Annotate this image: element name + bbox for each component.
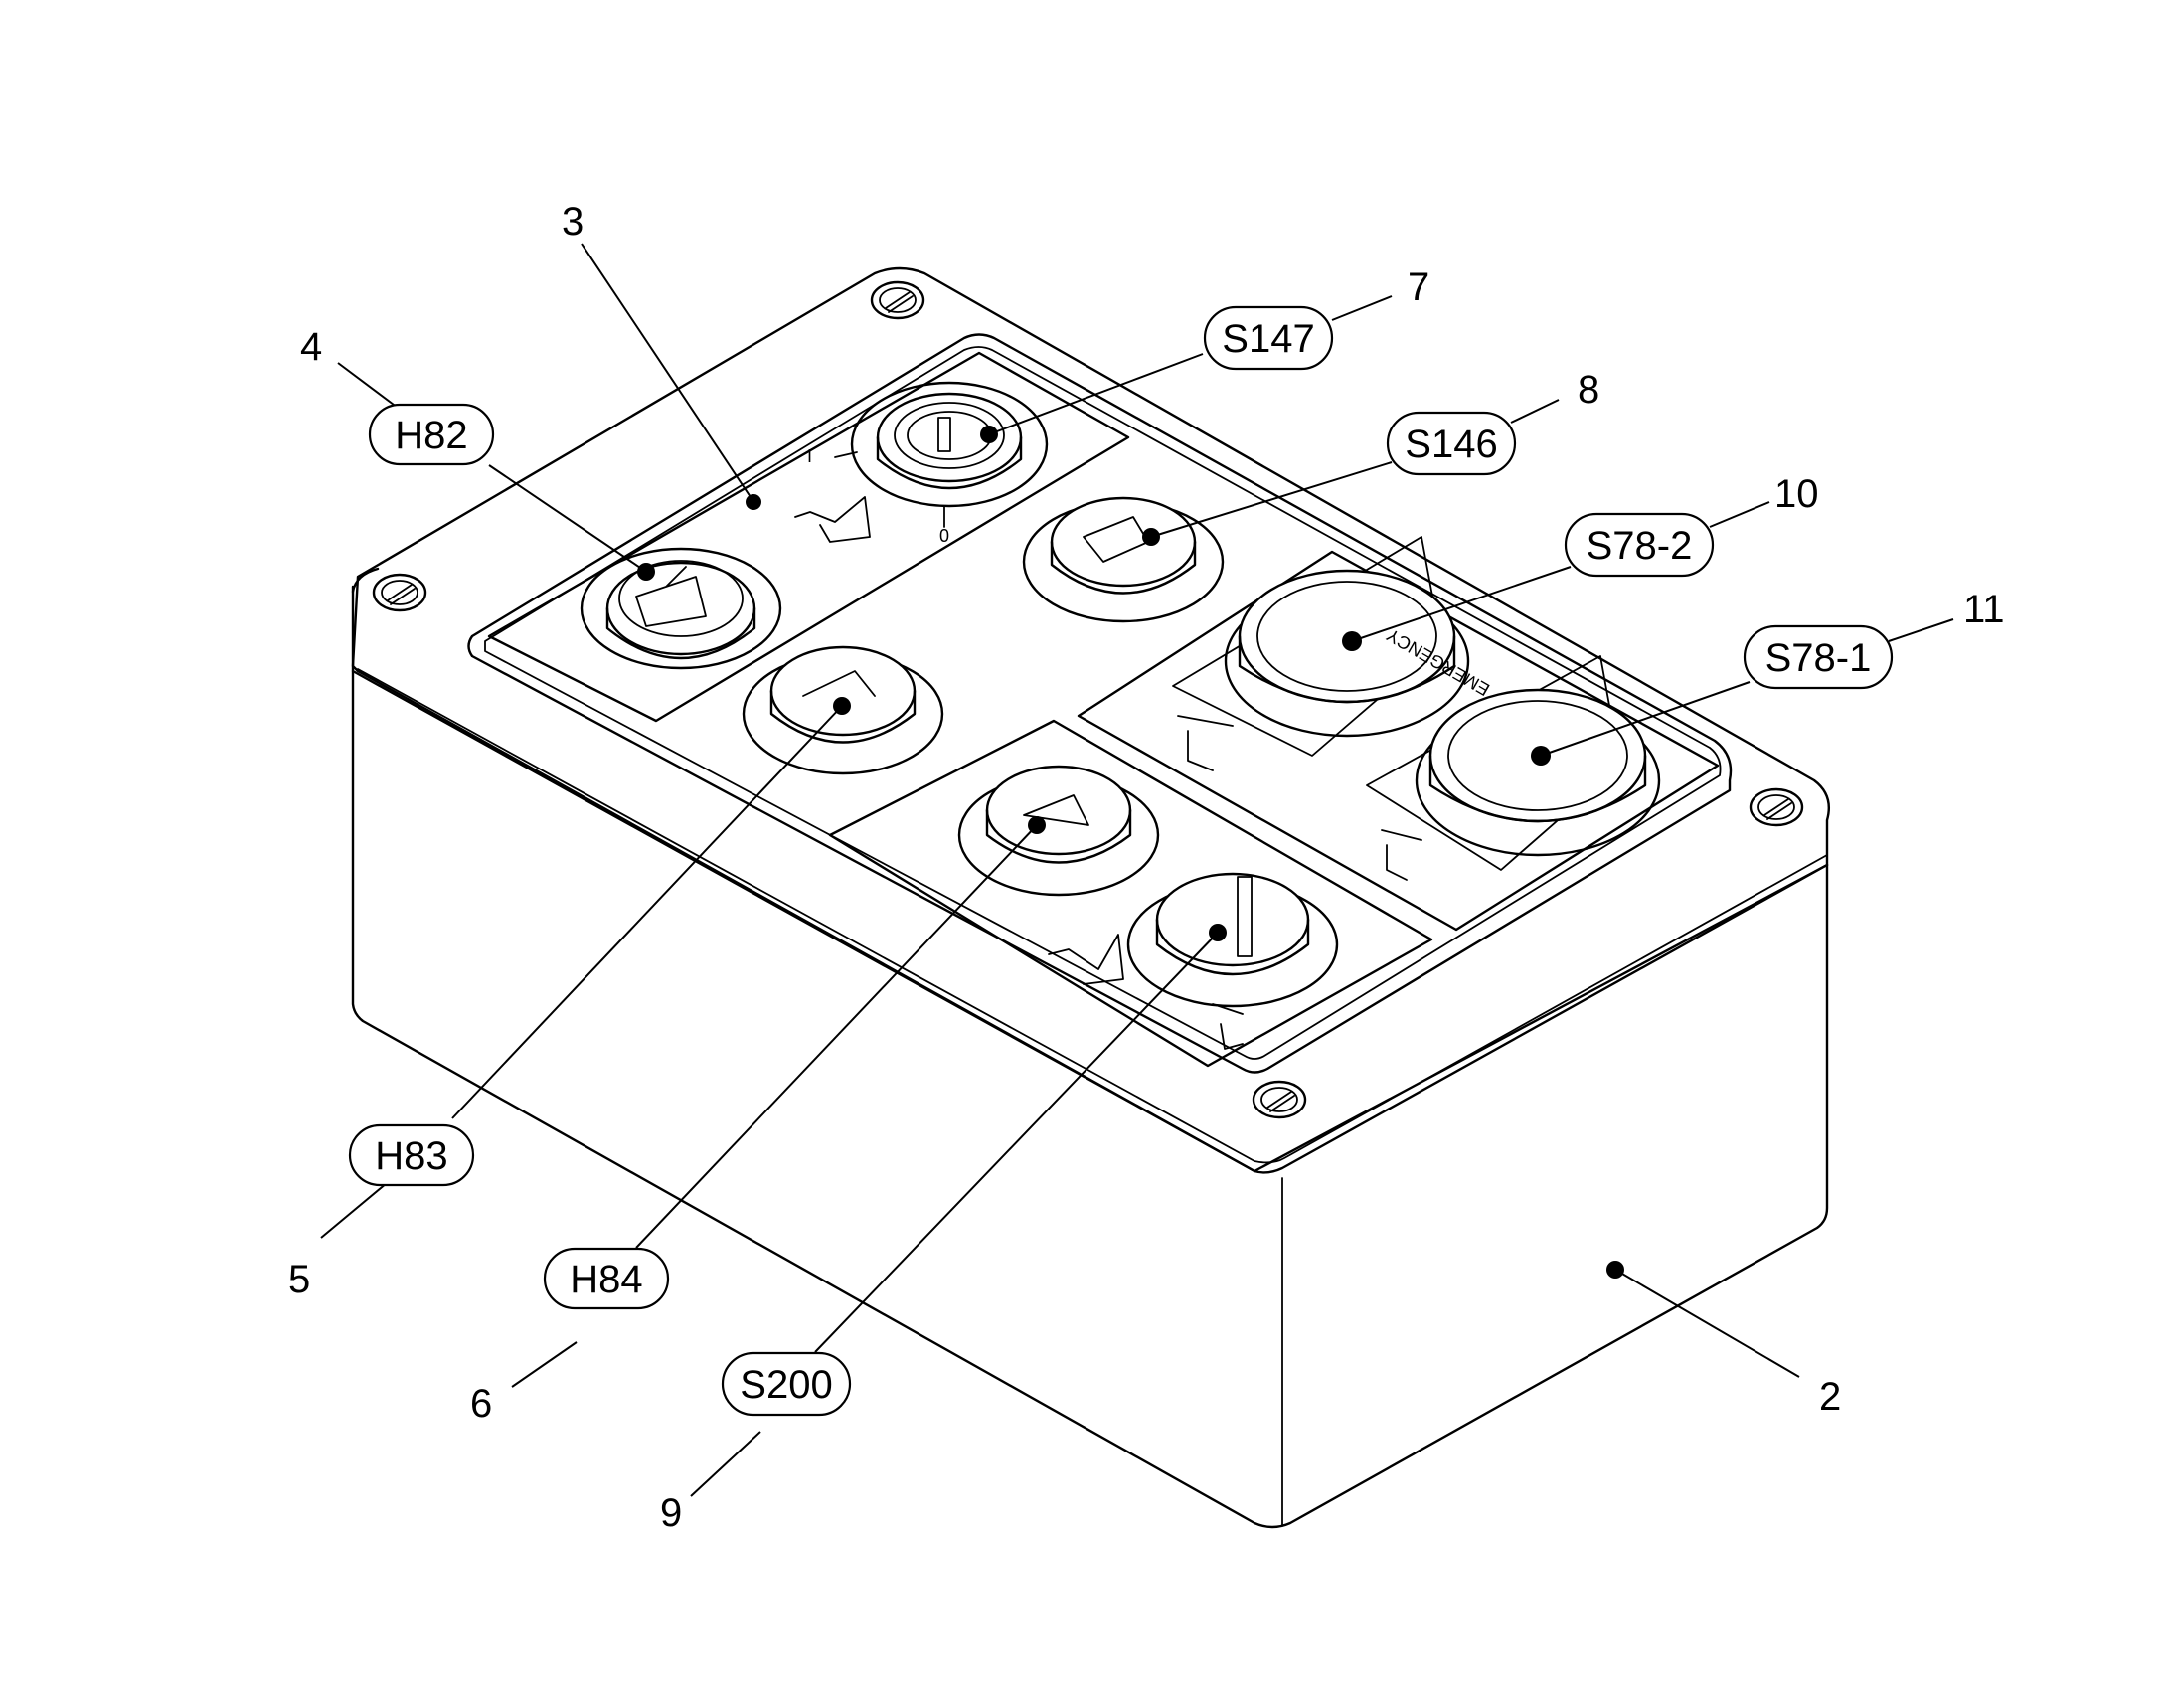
callout-number-10: 10 <box>1774 472 1819 516</box>
callout-number-2: 2 <box>1819 1375 1841 1419</box>
tag-s200: S200 <box>721 1351 852 1417</box>
tag-s78-1-label: S78-1 <box>1765 636 1872 680</box>
s200-selector-switch-icon <box>1126 872 1339 1008</box>
tag-s147-label: S147 <box>1222 317 1314 361</box>
screw-front-icon <box>1252 1080 1307 1119</box>
tag-h82: H82 <box>368 403 495 466</box>
tipper-pictogram-2-icon <box>1048 934 1124 985</box>
tag-s147: S147 <box>1203 305 1334 371</box>
tag-s78-1: S78-1 <box>1743 624 1894 690</box>
callout-tags: H82 S147 S146 S78-2 S78-1 H83 H84 S200 <box>348 305 1894 1417</box>
box-body <box>351 266 1831 1529</box>
crane-pictogram-icon <box>1177 715 1422 1050</box>
s146-pushbutton-icon <box>1022 496 1225 623</box>
tag-s146: S146 <box>1386 411 1517 476</box>
h82-indicator-light-icon <box>580 547 782 670</box>
callout-numbers: 3 4 7 8 10 11 5 6 9 2 <box>288 200 2005 1535</box>
tag-h84-label: H84 <box>570 1258 642 1301</box>
tag-s146-label: S146 <box>1405 423 1497 466</box>
h83-indicator-light-icon <box>742 645 944 775</box>
callout-number-8: 8 <box>1578 368 1599 412</box>
h84-indicator-light-icon <box>957 765 1160 897</box>
key-position-1-label: I <box>807 446 812 466</box>
tag-h84: H84 <box>543 1247 670 1310</box>
tag-s200-label: S200 <box>740 1363 832 1407</box>
tipper-pictogram-icon <box>794 496 871 543</box>
callout-number-7: 7 <box>1408 265 1429 309</box>
callout-number-5: 5 <box>288 1258 310 1301</box>
key-position-0-label: 0 <box>939 526 949 546</box>
callout-number-11: 11 <box>1963 588 2005 631</box>
tag-h83: H83 <box>348 1123 475 1187</box>
tag-s78-2-label: S78-2 <box>1587 524 1693 568</box>
callout-number-3: 3 <box>562 200 584 244</box>
s78-1-emergency-button-icon <box>1415 688 1661 857</box>
callout-number-6: 6 <box>470 1382 492 1426</box>
screw-top-left-icon <box>372 573 427 612</box>
screw-right-icon <box>1749 787 1804 827</box>
tag-h83-label: H83 <box>375 1134 447 1178</box>
screw-top-back-icon <box>870 280 925 320</box>
callout-number-4: 4 <box>300 325 322 369</box>
tag-s78-2: S78-2 <box>1564 512 1715 578</box>
leader-lines <box>320 243 1954 1497</box>
tag-h82-label: H82 <box>395 414 467 457</box>
callout-number-9: 9 <box>660 1491 682 1535</box>
s147-key-switch-icon <box>834 381 1049 528</box>
